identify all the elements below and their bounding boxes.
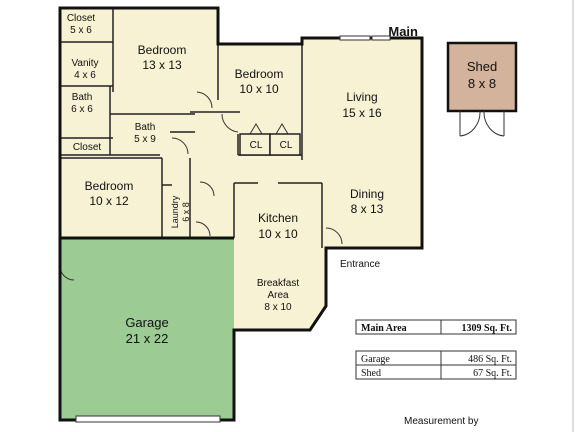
- bedroom-master-label: Bedroom: [138, 43, 187, 57]
- bath-left-label: Bath: [72, 92, 93, 103]
- closet-small-label: Closet: [73, 142, 102, 153]
- breakfast-label-1: Breakfast: [257, 278, 299, 289]
- shed-doors: [459, 110, 505, 137]
- closet-top-label: Closet: [67, 13, 96, 24]
- bedroom-master-size: 13 x 13: [142, 58, 182, 72]
- laundry-text-group: Laundry 6 x 8: [170, 195, 191, 228]
- exterior-walls: [58, 6, 424, 422]
- vanity-label: Vanity: [71, 58, 98, 69]
- area-table: Main Area 1309 Sq. Ft. Garage 486 Sq. Ft…: [355, 319, 517, 380]
- main-floor: [60, 8, 422, 330]
- bedroom-mid-label: Bedroom: [235, 67, 284, 81]
- garage-area-value: 486 Sq. Ft.: [468, 354, 512, 365]
- kitchen-size: 10 x 10: [258, 227, 298, 241]
- door-swings: [59, 91, 343, 281]
- bath-mid-size: 5 x 9: [134, 134, 156, 145]
- dining-size: 8 x 13: [351, 202, 384, 216]
- dining-label: Dining: [350, 187, 384, 201]
- garage-size: 21 x 22: [126, 331, 169, 346]
- closet-box-2: [269, 133, 301, 156]
- laundry-size: 6 x 8: [181, 202, 191, 222]
- garage-floor: [60, 238, 234, 420]
- laundry-label: Laundry: [170, 195, 180, 228]
- vanity-size: 4 x 6: [74, 70, 96, 81]
- main-area-label: Main Area: [361, 323, 407, 334]
- garage-label: Garage: [125, 315, 168, 330]
- bedroom-low-label: Bedroom: [85, 179, 134, 193]
- shed-area-value: 67 Sq. Ft.: [473, 368, 512, 379]
- shed-size: 8 x 8: [468, 76, 496, 91]
- entrance-label: Entrance: [340, 259, 380, 270]
- breakfast-label-2: Area: [267, 290, 289, 301]
- bedroom-mid-size: 10 x 10: [239, 82, 279, 96]
- closet-top-size: 5 x 6: [70, 25, 92, 36]
- cl2-label: CL: [280, 140, 293, 151]
- garage-area-label: Garage: [361, 354, 390, 365]
- kitchen-label: Kitchen: [258, 211, 298, 225]
- shed-area-row: [355, 364, 517, 380]
- bath-mid-label: Bath: [135, 122, 156, 133]
- main-area-row: [355, 319, 517, 335]
- window-top-2: [371, 35, 391, 41]
- garage-door: [75, 415, 221, 423]
- shed-label: Shed: [467, 59, 497, 74]
- window-top: [339, 35, 371, 41]
- living-size: 15 x 16: [342, 106, 382, 120]
- bedroom-low-size: 10 x 12: [89, 194, 129, 208]
- bath-left-size: 6 x 6: [71, 104, 93, 115]
- living-label: Living: [346, 90, 377, 104]
- main-area-value: 1309 Sq. Ft.: [461, 323, 512, 334]
- cl1-label: CL: [250, 140, 263, 151]
- shed-box: [446, 41, 518, 113]
- shed-area-label: Shed: [361, 368, 381, 379]
- footer-note: Measurement by: [404, 416, 478, 427]
- breakfast-size: 8 x 10: [264, 302, 292, 313]
- interior-walls: [60, 8, 323, 248]
- plan-title: Main: [388, 24, 418, 39]
